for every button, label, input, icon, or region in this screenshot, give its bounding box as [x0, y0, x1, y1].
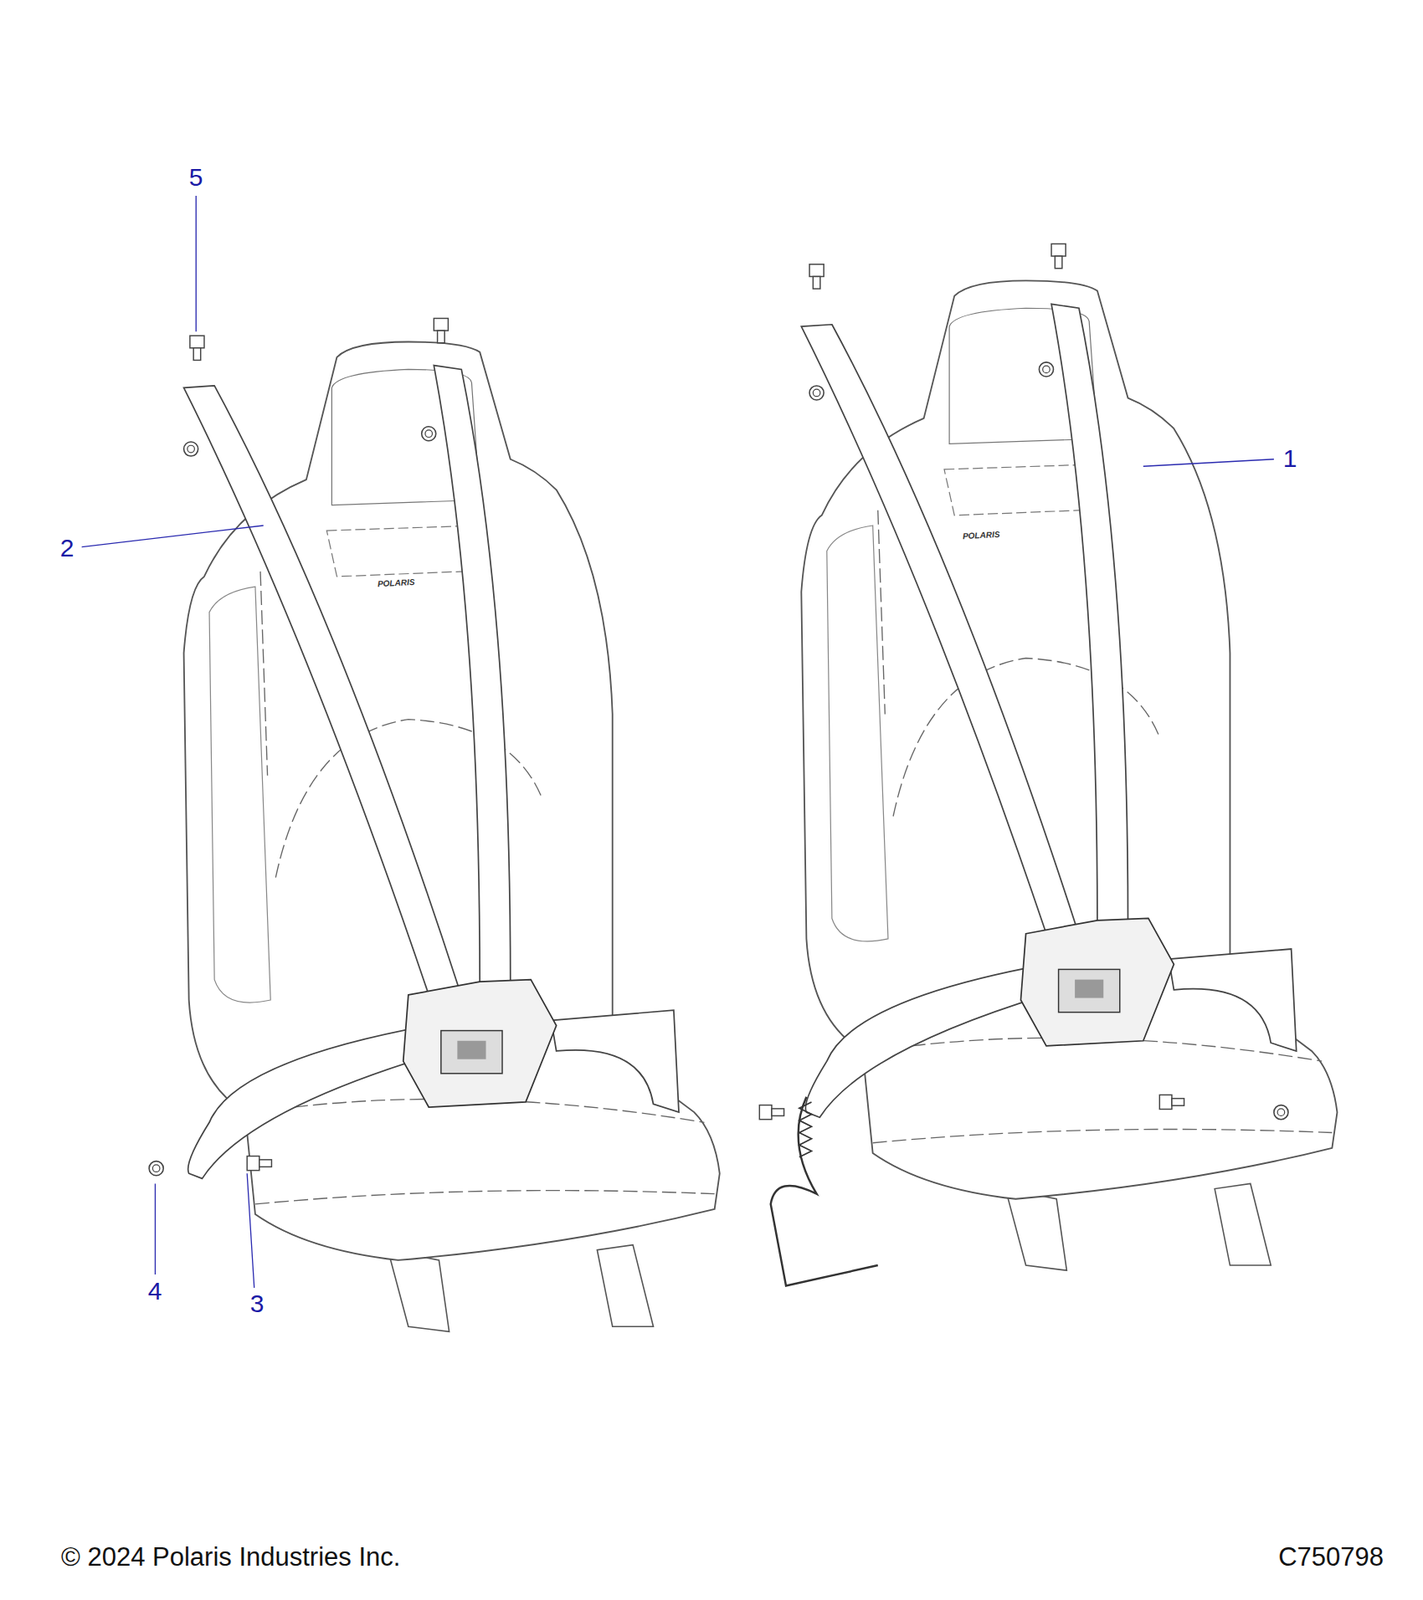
callout-number: 1 [1283, 446, 1298, 472]
callout-number: 4 [148, 1279, 163, 1305]
callout-number: 3 [250, 1291, 265, 1317]
callout-number: 5 [189, 164, 204, 191]
callout-number: 2 [60, 535, 75, 561]
copyright-note: © 2024 Polaris Industries Inc. [61, 1544, 401, 1571]
figure-code: C750798 [1278, 1544, 1384, 1571]
